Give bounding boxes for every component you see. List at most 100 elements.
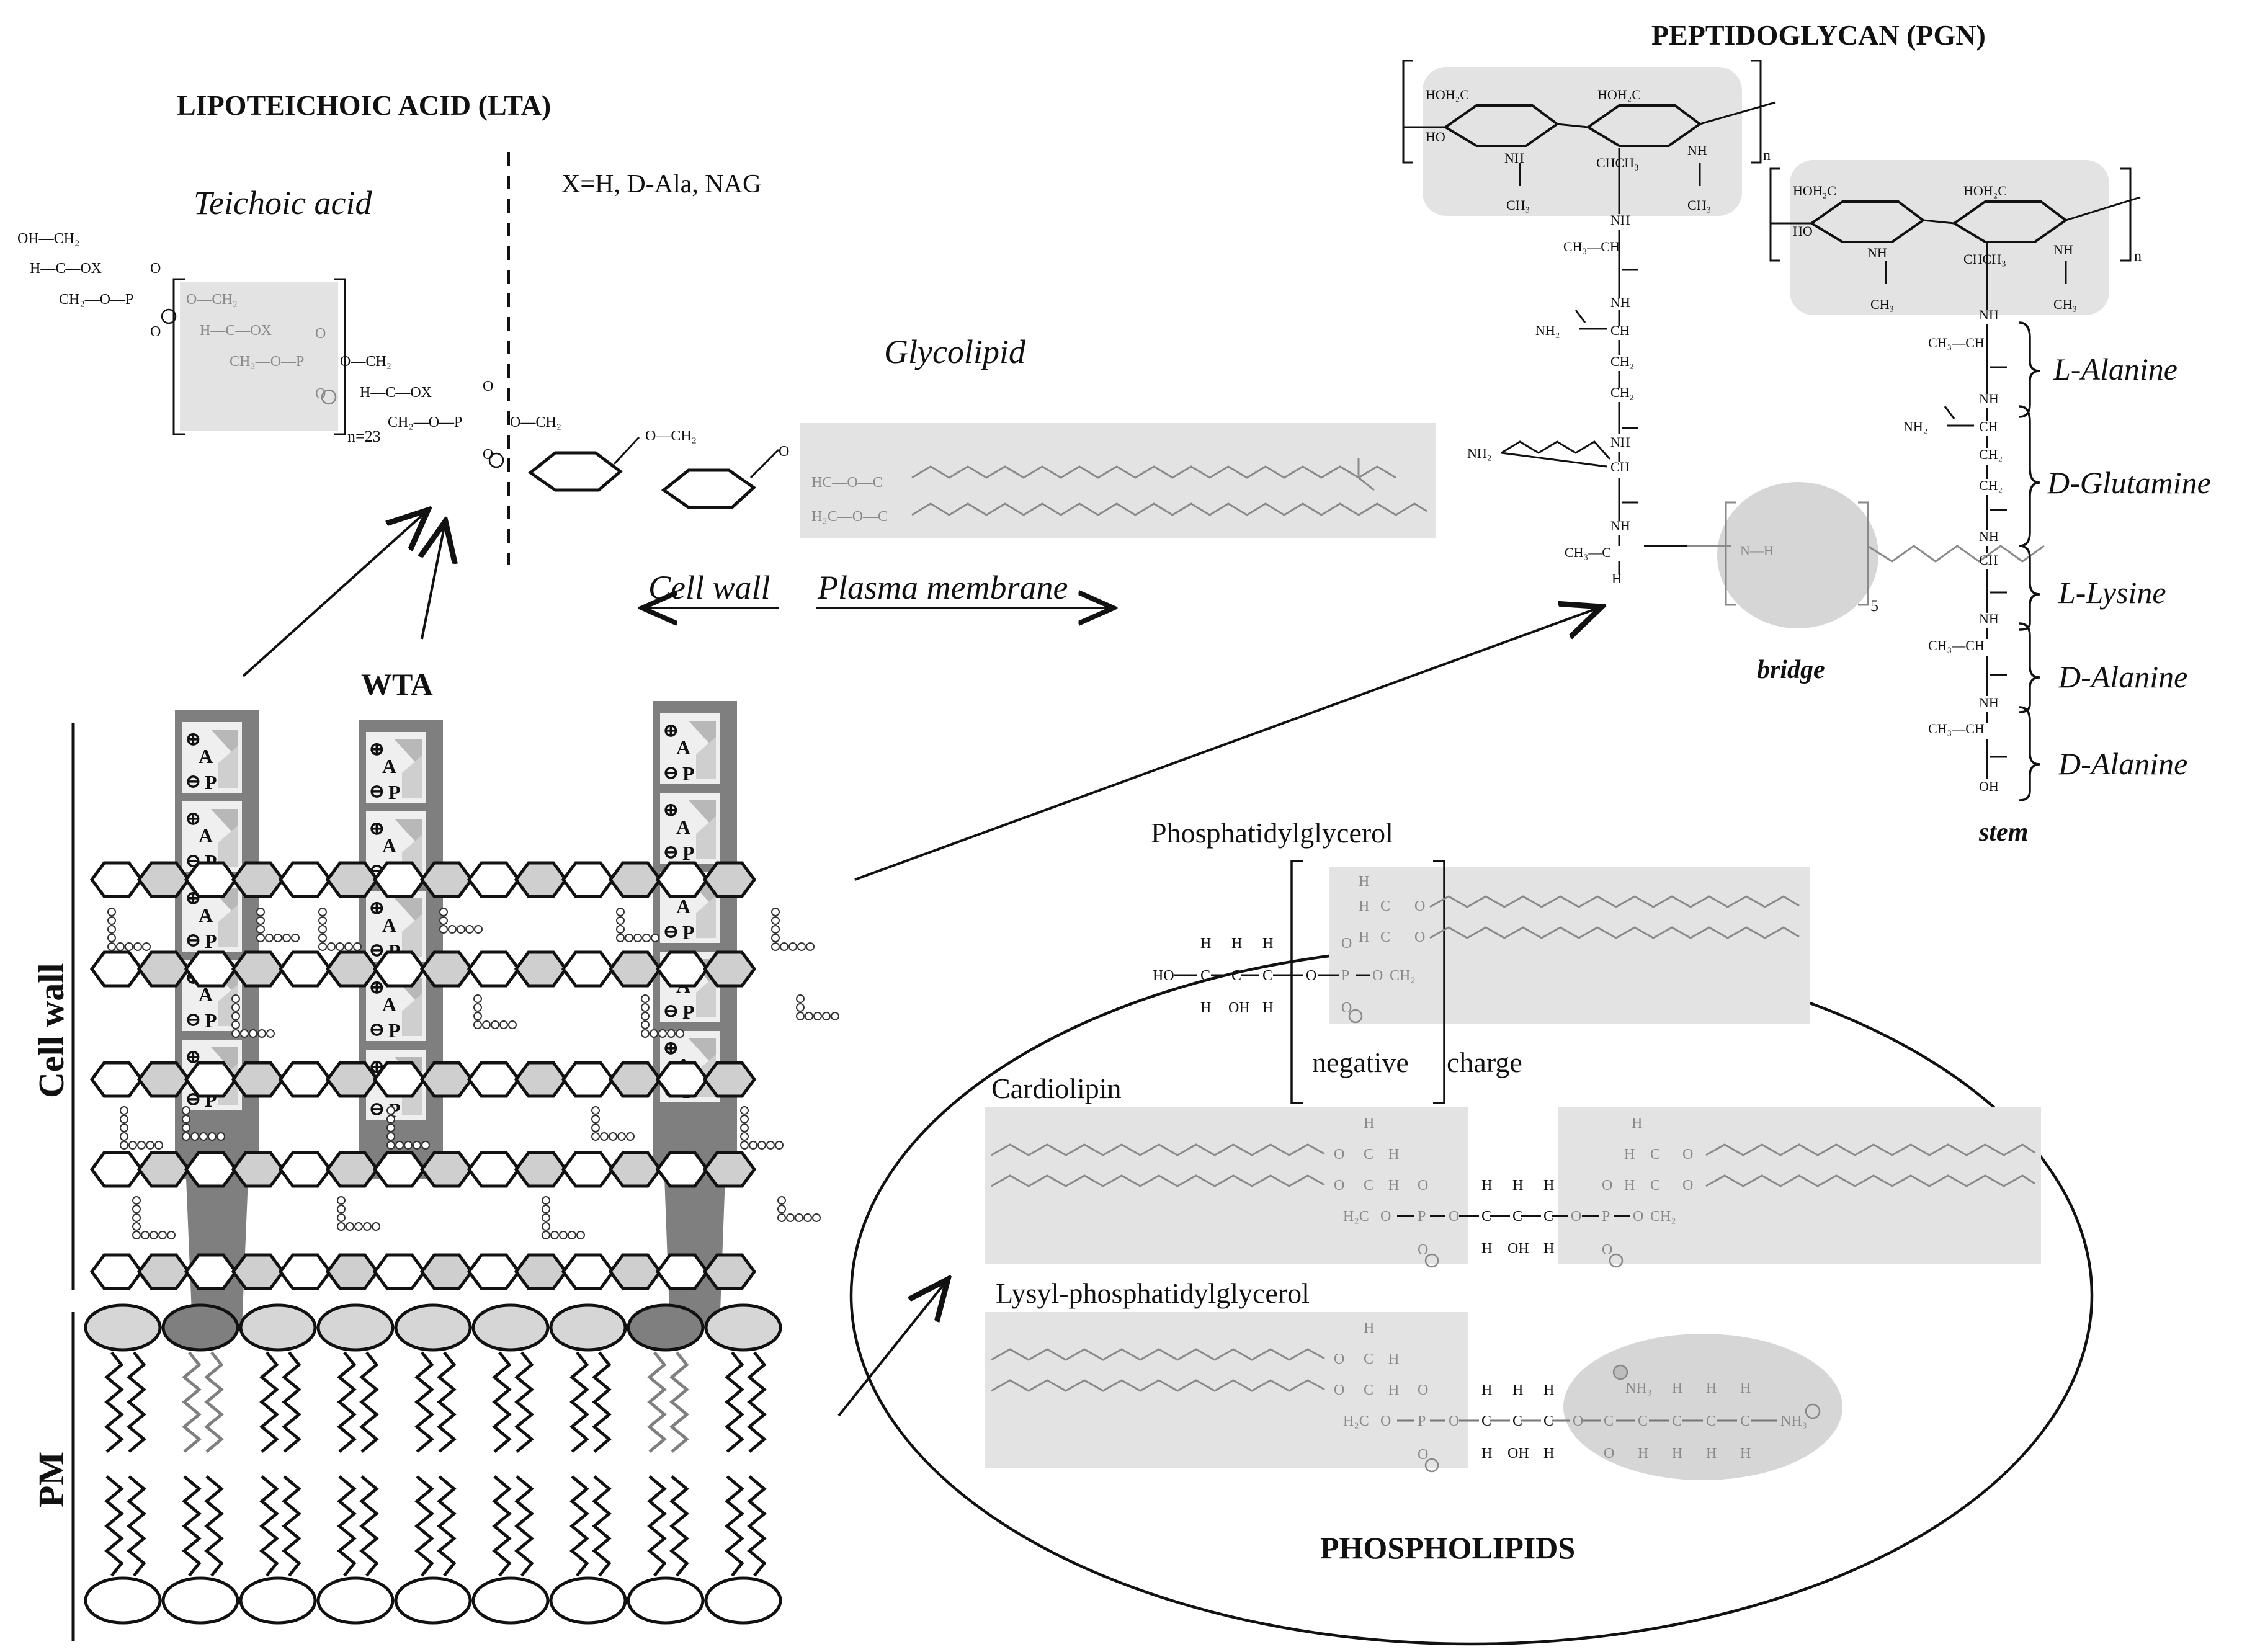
glycan-hexagon [184,1253,238,1290]
peptide-bead [473,1020,482,1029]
svg-text:H: H [1200,935,1211,952]
peptide-bead [337,1213,346,1222]
svg-text:CH₃: CH₃ [1506,197,1530,213]
svg-text:C: C [1364,1351,1373,1367]
amino-acid-labels: L-Alanine D-Glutamine L-Lysine D-Alanine… [2047,352,2211,781]
peptide-bead [550,1231,559,1239]
arrow-wta-to-lta-2 [422,521,445,640]
svg-text:HO: HO [1426,129,1445,145]
svg-text:O: O [315,326,326,342]
peptide-bead [190,1132,199,1141]
lipid-tail-inner [492,1475,512,1577]
glycan-hexagon [136,950,191,988]
glycan-hexagon [702,950,757,988]
peptide-bead [771,916,780,925]
svg-text:⊕: ⊕ [663,1037,679,1059]
svg-text:H: H [1481,1382,1492,1398]
peptide-bead [797,942,806,951]
peptide-bead [740,1141,749,1150]
peptide-bead [249,1029,257,1038]
svg-text:⊖: ⊖ [368,1018,385,1040]
svg-text:O: O [1334,1351,1344,1367]
lysyl-pg-label: Lysyl-phosphatidylglycerol [996,1277,1310,1309]
glycan-hexagon [514,1253,568,1290]
svg-text:CH₃: CH₃ [1687,197,1711,213]
glycan-hexagon [467,1151,521,1188]
svg-text:C: C [1364,1146,1373,1163]
glycan-hexagon [136,1061,191,1098]
svg-text:H—C—OX: H—C—OX [200,323,272,339]
peptide-bead [344,942,353,951]
peptide-bead [591,1123,600,1132]
svg-text:O—CH₂: O—CH₂ [510,414,561,431]
glucose-ring-2 [661,468,756,509]
svg-text:NH: NH [1979,307,1999,323]
peptide-bead [336,942,344,951]
svg-text:CH₃—CH: CH₃—CH [1928,638,1985,653]
svg-text:O: O [1682,1177,1693,1194]
peptide-bead [182,1123,190,1132]
arrow-to-phospholipids [837,1279,948,1417]
peptide-bead [542,1196,550,1205]
pgn-left-carbonyls [1519,163,1701,504]
lipid-tail-inner [127,1475,146,1577]
peptide-bead [208,1132,217,1141]
peptide-bead [499,1020,508,1029]
lipid-tail-outer [514,1351,534,1453]
svg-text:H: H [1512,1382,1523,1398]
svg-text:CH₂—O—P: CH₂—O—P [230,354,304,370]
pg-charge-bracket [1290,860,1445,1104]
glycan-hexagon [561,950,615,988]
svg-text:H: H [1740,1445,1751,1462]
glycolipid-label: Glycolipid [884,333,1026,370]
svg-text:CH₂: CH₂ [1610,354,1634,369]
peptide-bead [413,1141,421,1150]
svg-text:P: P [682,1001,695,1023]
peptide-bead [120,1123,128,1132]
peptide-bead [465,925,474,934]
lipid-headgroup-outer [549,1303,627,1352]
glycan-hexagon [467,950,521,988]
svg-text:A: A [676,816,690,838]
peptide-bead [771,942,780,951]
lipid-tail-outer [414,1351,434,1453]
glycolipid-fatty-acid-2 [911,502,1427,516]
glycan-hexagon [419,950,474,988]
svg-text:⊕: ⊕ [368,817,385,839]
lysine-amine-charge-1 [1612,1364,1628,1380]
peptide-bead [318,916,327,925]
peptide-bead [473,1003,482,1012]
peptide-bead [625,934,633,942]
peptide-bead [600,1132,609,1141]
peptide-bead [107,916,116,925]
peptide-bead [256,934,265,942]
svg-text:⊕: ⊕ [663,798,679,821]
glycan-hexagon [419,861,474,898]
glycan-hexagon [136,1151,191,1188]
peptide-bead [803,1213,812,1222]
svg-text:O: O [1414,898,1425,914]
peptide-bead [795,1213,803,1222]
peptide-bead [125,942,133,951]
lipid-tail-outer [282,1351,301,1453]
glycan-hexagon [325,861,380,898]
svg-text:P: P [205,1009,217,1032]
cardiolipin-chemistry: H O C H O C H H₂C O P O O O H C H H C OH… [1334,1115,1693,1258]
peptide-bead [626,1132,635,1141]
glucose-ring-1 [527,451,623,492]
peptide-bead [591,1106,600,1115]
teichoic-chemistry: OH—CH₂ H—C—OX CH₂—O—P O O O—CH₂ H—C—OX C… [17,231,789,463]
lipid-tail-outer [669,1351,689,1453]
svg-text:H: H [1359,898,1369,914]
glycan-hexagon [325,950,380,988]
svg-text:C: C [1262,968,1272,984]
glycan-n-2: n [2134,248,2142,264]
glycan-hexagon [467,1061,521,1098]
svg-text:NH: NH [1610,434,1630,450]
glycan-hexagon [514,861,568,898]
svg-text:P: P [205,771,217,793]
stem-label: stem [1978,818,2028,847]
lipid-tail-inner [104,1475,124,1577]
lipid-tail-outer [127,1351,146,1453]
glycan-hexagon [608,861,663,898]
